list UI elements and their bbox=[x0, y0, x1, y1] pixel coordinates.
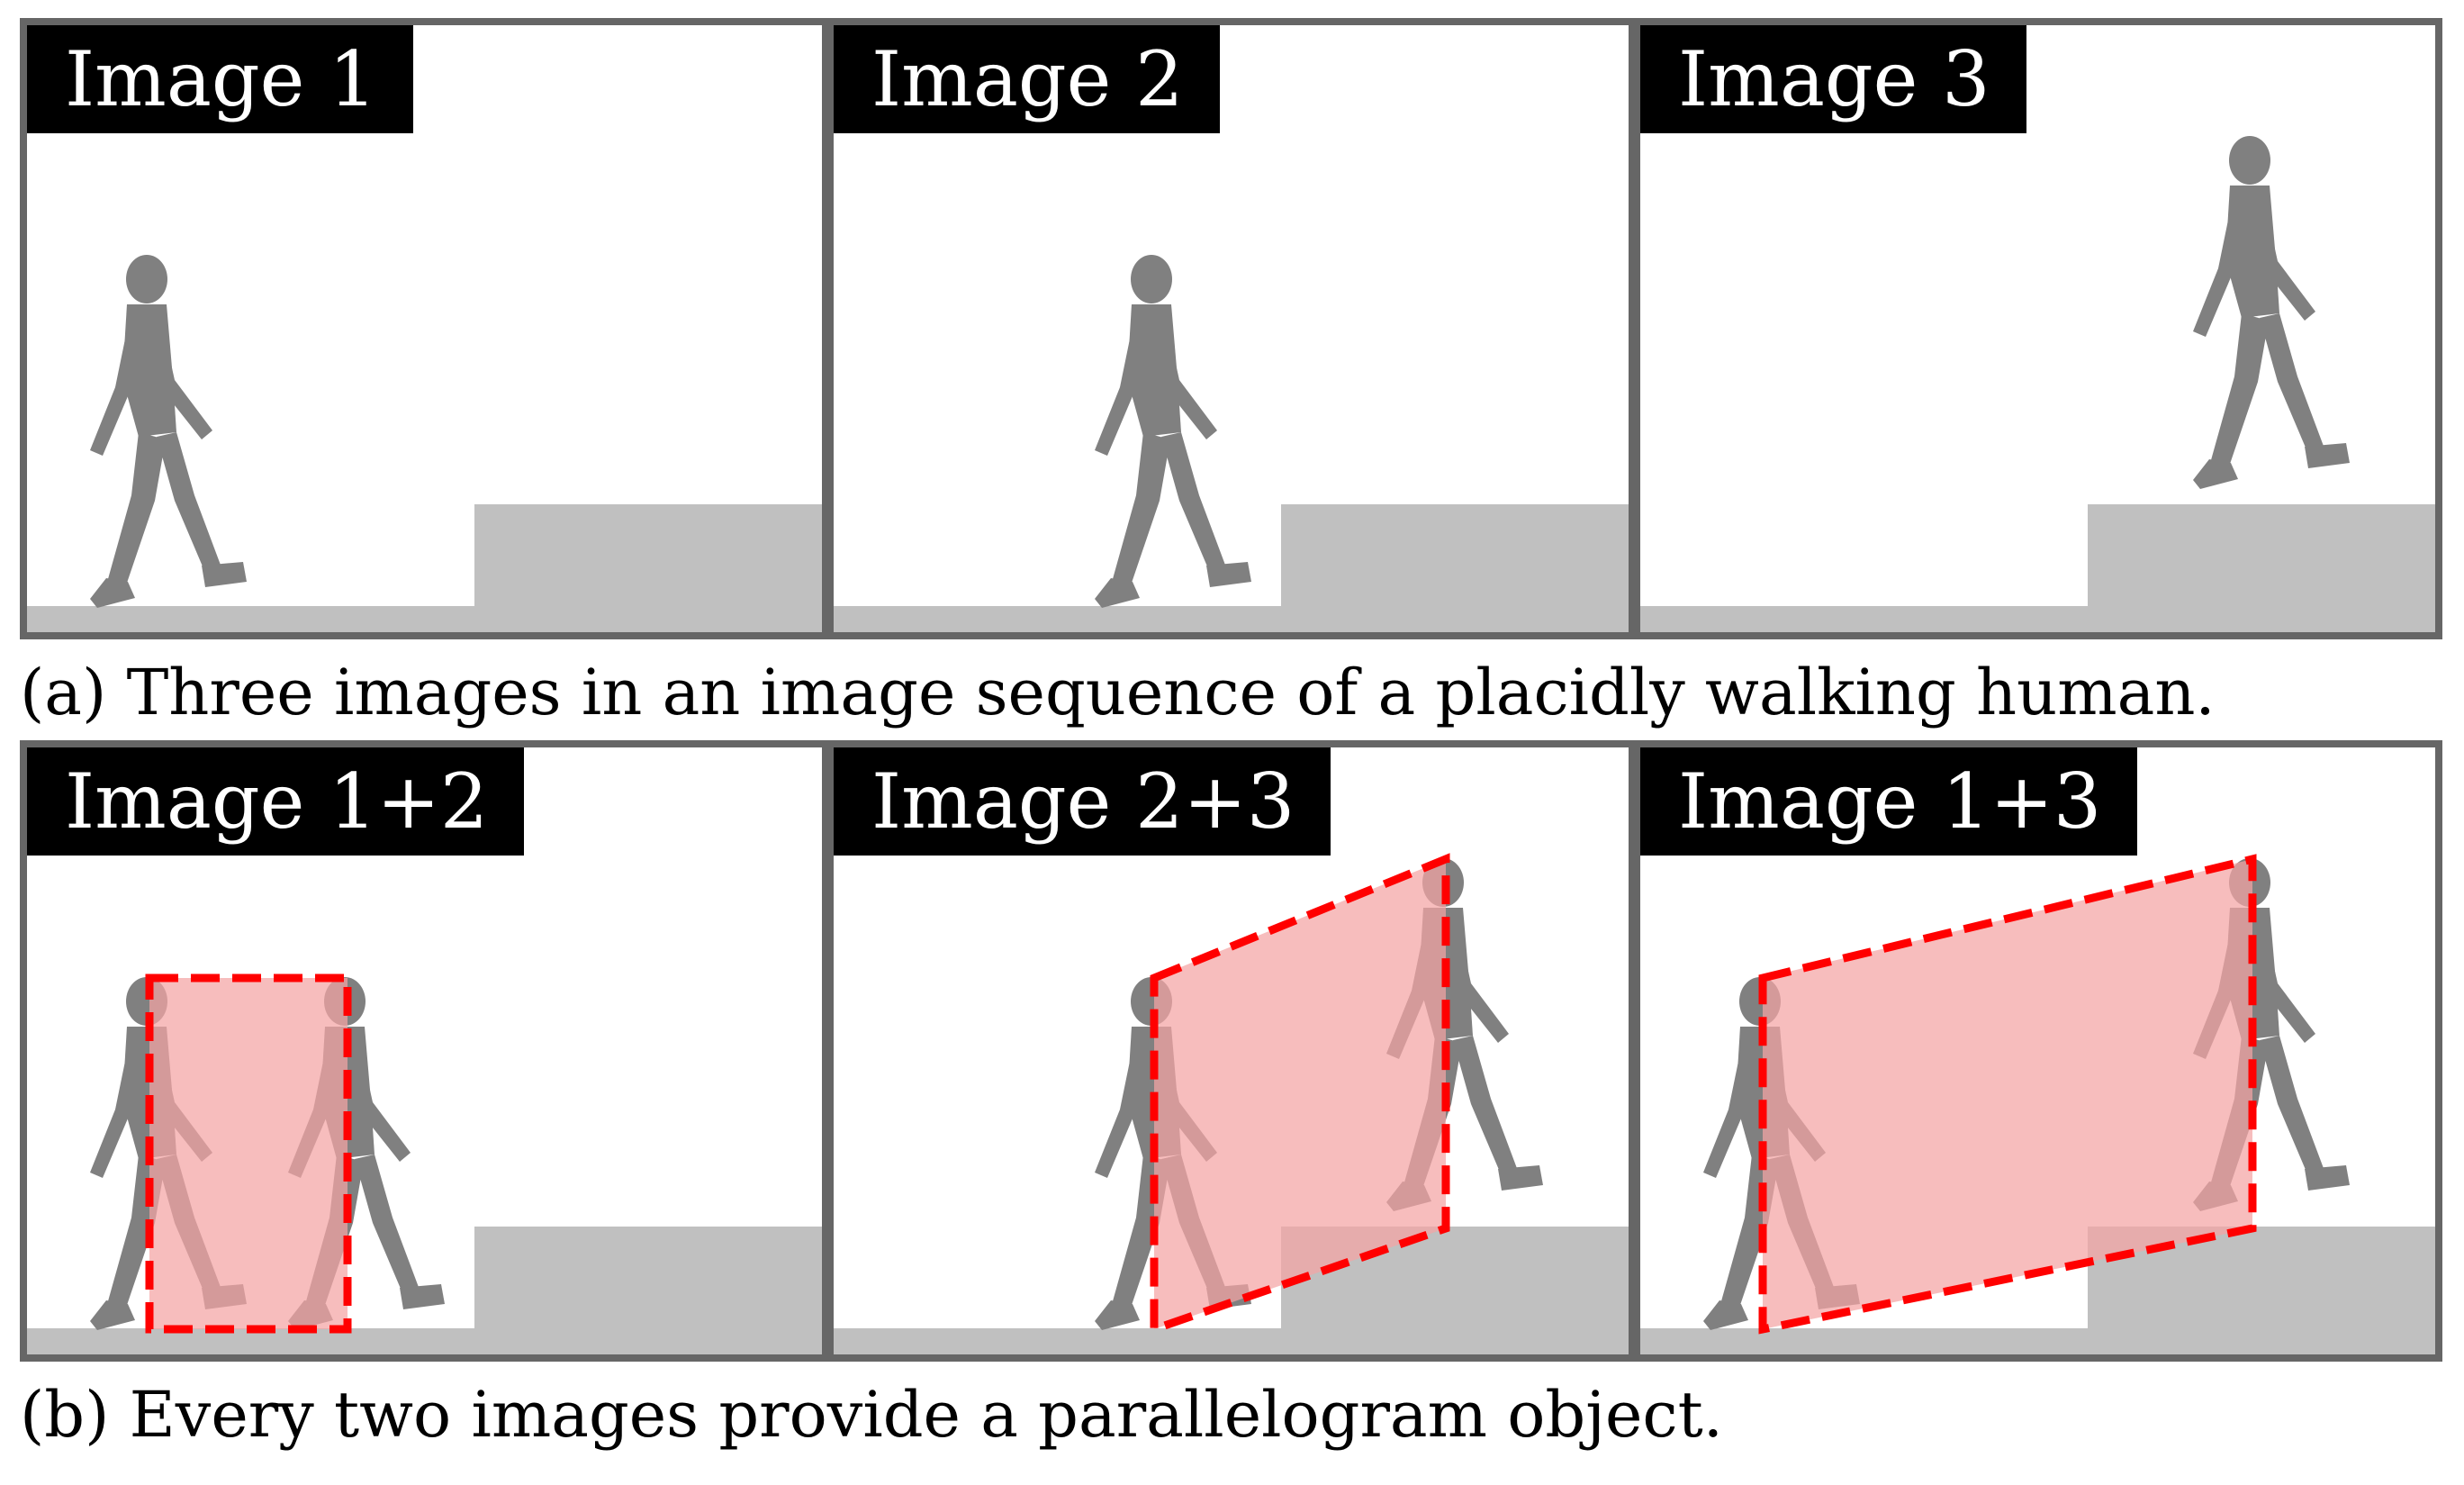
parallelogram-overlay bbox=[145, 973, 352, 1334]
scene-image-1-3 bbox=[1640, 854, 2435, 1354]
scene-image-1-2 bbox=[27, 973, 822, 1354]
step-block bbox=[2088, 504, 2435, 632]
caption-a: (a) Three images in an image sequence of… bbox=[20, 656, 2216, 729]
scene-image-1 bbox=[27, 255, 822, 632]
parallelogram-overlay bbox=[1758, 854, 2257, 1335]
panel-label: Image 1+2 bbox=[27, 747, 525, 856]
scene-image-2-3 bbox=[834, 853, 1629, 1354]
panel-label: Image 2+3 bbox=[834, 747, 1331, 856]
panel-image-3: Image 3 bbox=[1633, 18, 2442, 639]
panel-label: Image 3 bbox=[1640, 25, 2026, 133]
panel-image-1-2: Image 1+2 bbox=[20, 740, 829, 1362]
panel-image-2-3: Image 2+3 bbox=[826, 740, 1636, 1362]
scene-image-3 bbox=[1640, 136, 2435, 632]
step-block bbox=[1281, 504, 1629, 632]
step-block bbox=[474, 504, 822, 632]
panel-image-1: Image 1 bbox=[20, 18, 829, 639]
panel-label: Image 1 bbox=[27, 25, 413, 133]
panel-label: Image 2 bbox=[834, 25, 1220, 133]
panel-image-2: Image 2 bbox=[826, 18, 1636, 639]
walking-human bbox=[2193, 136, 2350, 489]
caption-b: (b) Every two images provide a parallelo… bbox=[20, 1378, 1723, 1452]
panel-label: Image 1+3 bbox=[1640, 747, 2138, 856]
parallelogram-overlay bbox=[1150, 853, 1450, 1336]
step-block bbox=[474, 1227, 822, 1354]
walking-human bbox=[1095, 255, 1251, 608]
walking-human bbox=[90, 255, 247, 608]
scene-image-2 bbox=[834, 255, 1629, 632]
panel-image-1-3: Image 1+3 bbox=[1633, 740, 2442, 1362]
